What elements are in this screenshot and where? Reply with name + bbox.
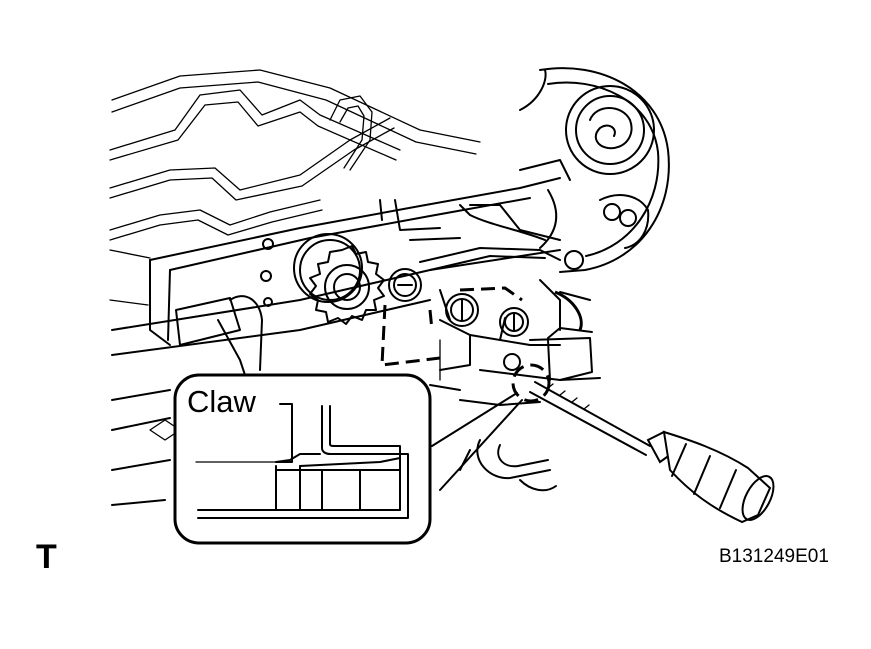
lower-latch	[459, 439, 557, 492]
screwdriver	[529, 381, 775, 524]
claw-callout-label: Claw	[187, 384, 256, 419]
seat-side-frame	[109, 177, 561, 506]
view-direction-mark: T	[36, 538, 57, 576]
upper-rail	[409, 204, 561, 331]
rail-bracket	[380, 286, 601, 406]
height-adjust-gear	[293, 233, 422, 325]
seat-spring-wires	[109, 69, 481, 241]
figure-code: B131249E01	[719, 546, 829, 567]
claw-location-marker	[511, 363, 551, 403]
claw-detail-callout	[173, 373, 432, 545]
callout-leader-lines	[431, 392, 523, 491]
recliner-mechanism	[519, 67, 670, 273]
